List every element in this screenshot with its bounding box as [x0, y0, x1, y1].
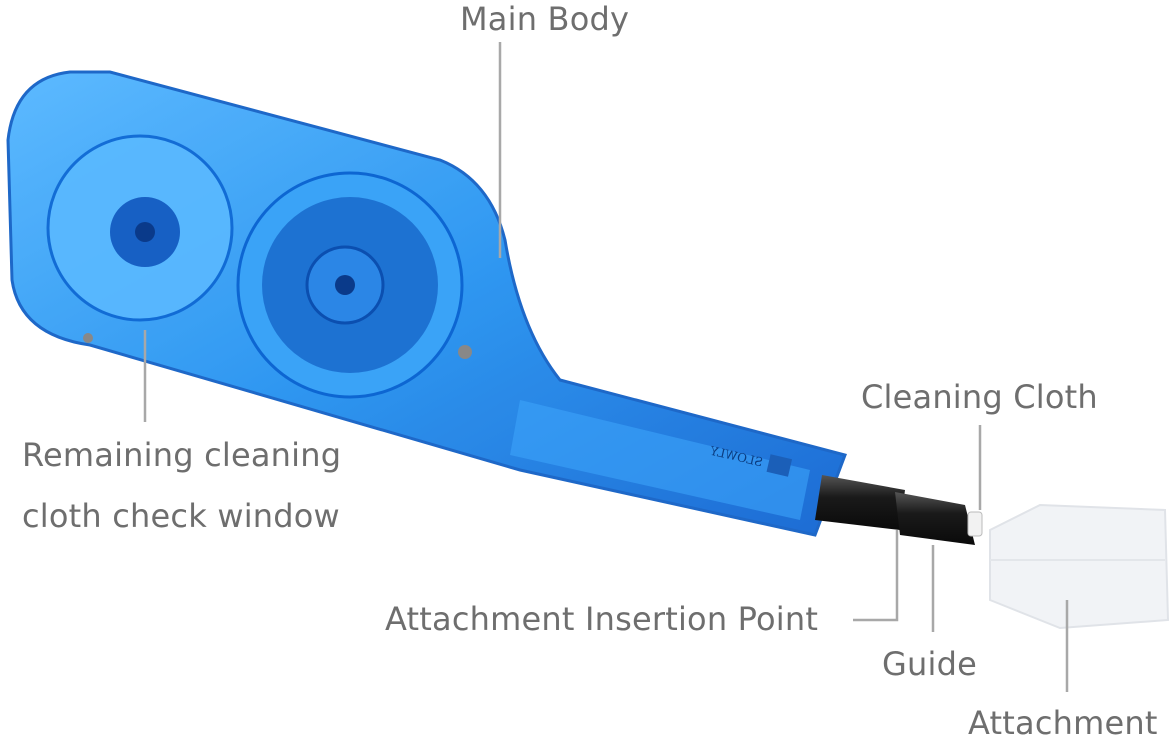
- right-reel: [236, 171, 464, 399]
- attachment-cap: [989, 503, 1169, 630]
- label-guide: Guide: [882, 645, 977, 683]
- label-remaining-window-1: Remaining cleaning: [22, 436, 342, 474]
- leader-lines: [143, 42, 1069, 692]
- label-cleaning-cloth: Cleaning Cloth: [861, 378, 1098, 416]
- handle-channel: [510, 400, 810, 520]
- connector-tip: [895, 492, 975, 545]
- label-main-body: Main Body: [460, 0, 630, 38]
- label-insertion-point: Attachment Insertion Point: [385, 600, 819, 638]
- cleaning-cloth-tip: [967, 511, 983, 537]
- left-reel-window: [46, 134, 234, 322]
- screw: [458, 345, 472, 359]
- screw: [83, 333, 93, 343]
- label-attachment: Attachment: [968, 704, 1158, 742]
- label-remaining-window-2: cloth check window: [22, 497, 340, 535]
- connector: [815, 475, 905, 530]
